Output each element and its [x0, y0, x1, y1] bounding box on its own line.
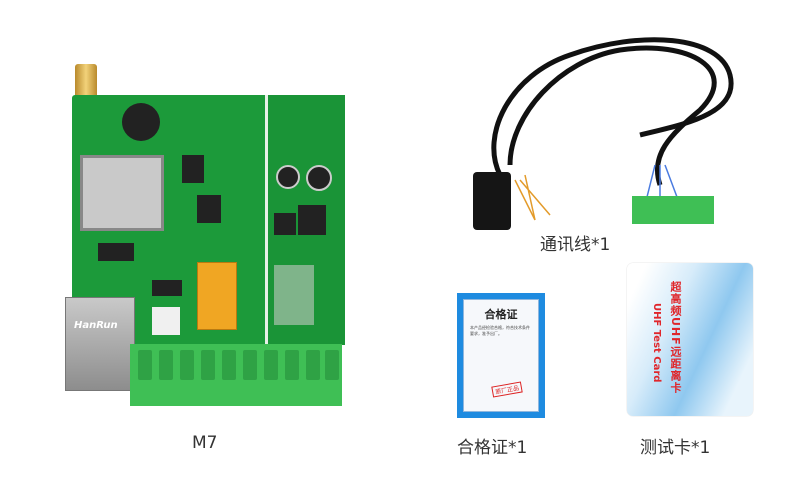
test-card-caption: 测试卡*1 — [640, 438, 711, 458]
ic-chip — [152, 280, 182, 296]
certificate-stamp: 原厂正品 — [491, 381, 523, 398]
ic-chip — [298, 205, 326, 235]
ic-chip — [197, 195, 221, 223]
relay — [197, 262, 237, 330]
capacitor — [306, 165, 332, 191]
buzzer — [122, 103, 160, 141]
certificate: 合格证 本产品经检验合格，符合技术条件要求，准予出厂。 原厂正品 — [457, 293, 545, 418]
board-caption: M7 — [192, 433, 218, 453]
capacitor — [276, 165, 300, 189]
db9-connector — [473, 172, 511, 230]
proto-area — [274, 265, 314, 325]
pcb-power — [265, 95, 345, 345]
certificate-title: 合格证 — [484, 308, 518, 321]
ic-chip — [98, 243, 134, 261]
certificate-caption: 合格证*1 — [457, 438, 528, 458]
inductor — [274, 213, 296, 235]
certificate-body: 本产品经检验合格，符合技术条件要求，准予出厂。 — [470, 325, 530, 336]
cable-caption: 通讯线*1 — [540, 235, 611, 255]
card-title-cn: 超高频UHF远距离卡 — [669, 281, 682, 394]
card-title-en: UHF Test Card — [651, 303, 662, 383]
ethernet-jack: HanRun — [65, 297, 135, 391]
test-card: 超高频UHF远距离卡 UHF Test Card — [627, 263, 753, 416]
jack-label: HanRun — [74, 320, 118, 331]
wifi-module — [80, 155, 164, 231]
connector-white — [152, 307, 180, 335]
m7-board: HanRun — [0, 0, 360, 420]
ic-chip — [182, 155, 204, 183]
terminal-block — [130, 344, 342, 406]
cable-terminal — [632, 196, 714, 224]
